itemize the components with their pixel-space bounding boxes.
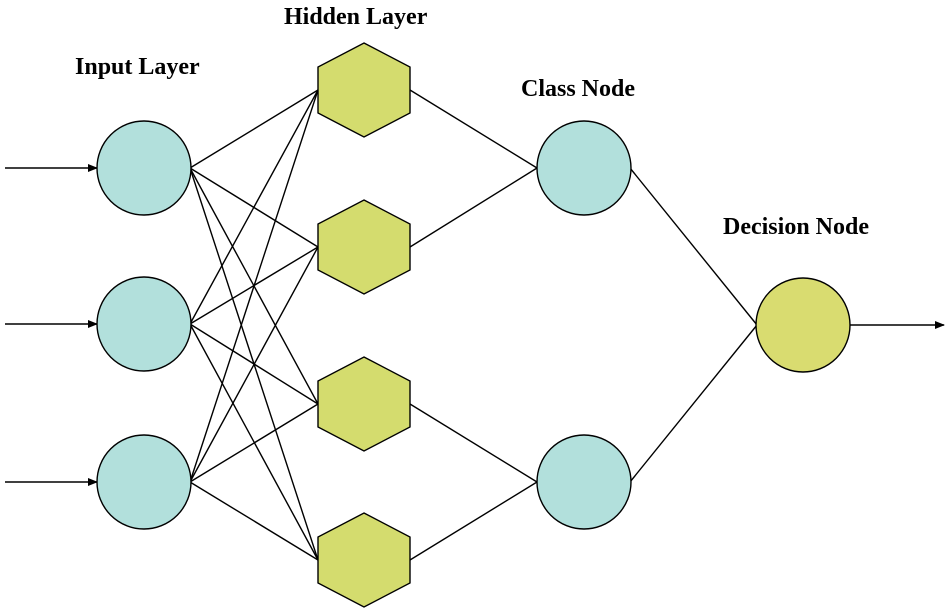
input-node-1 bbox=[96, 120, 192, 216]
input-node-3 bbox=[96, 434, 192, 530]
class-decision-connections bbox=[629, 167, 758, 483]
hidden-node-2 bbox=[317, 199, 411, 295]
input-node-2 bbox=[96, 276, 192, 372]
decision-node bbox=[755, 277, 851, 373]
class-node-label: Class Node bbox=[521, 76, 635, 102]
hidden-node-3 bbox=[317, 356, 411, 452]
class-node-2 bbox=[536, 434, 632, 530]
input-hidden-connections bbox=[189, 89, 319, 561]
hidden-node-4 bbox=[317, 512, 411, 608]
hidden-class-connections bbox=[409, 89, 538, 561]
hidden-layer-label: Hidden Layer bbox=[284, 4, 428, 30]
class-node-1 bbox=[536, 120, 632, 216]
decision-node-label: Decision Node bbox=[723, 214, 869, 240]
hidden-node-1 bbox=[317, 42, 411, 138]
input-layer-label: Input Layer bbox=[75, 54, 200, 80]
